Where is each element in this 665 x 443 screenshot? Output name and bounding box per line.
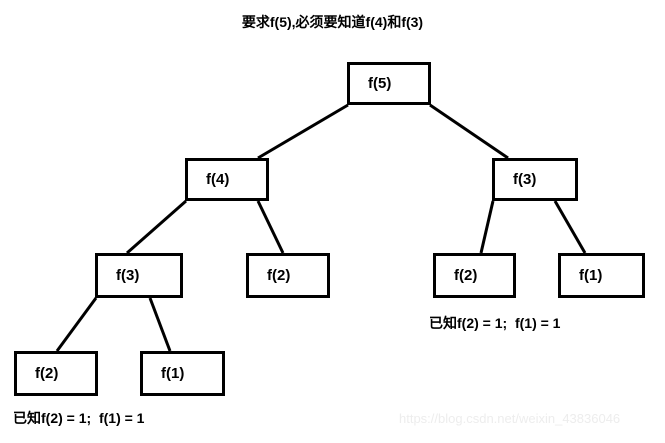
watermark-text: https://blog.csdn.net/weixin_43836046 [399,411,621,426]
tree-node-n1: f(4) [185,158,269,201]
tree-edge-n0-n1 [257,103,349,160]
tree-edge-n1-n3 [126,199,187,255]
tree-node-n7: f(2) [14,351,98,396]
tree-node-label: f(2) [35,365,59,382]
note-left: 已知f(2) = 1; f(1) = 1 [13,410,145,426]
tree-node-n8: f(1) [140,351,225,396]
tree-edge-n1-n4 [256,200,285,254]
tree-node-label: f(2) [454,267,478,284]
tree-node-label: f(1) [161,365,185,382]
tree-node-n3: f(3) [95,253,183,298]
tree-node-n6: f(1) [558,253,645,298]
tree-edge-n0-n2 [429,103,509,160]
tree-node-label: f(3) [116,267,140,284]
tree-node-label: f(5) [368,75,392,92]
tree-edge-n2-n6 [553,200,587,254]
tree-node-label: f(4) [206,171,230,188]
tree-node-label: f(2) [267,267,291,284]
tree-node-n4: f(2) [246,253,330,298]
tree-node-label: f(3) [513,171,537,188]
tree-edge-n3-n8 [148,297,172,352]
tree-node-n0: f(5) [347,62,431,105]
tree-edge-n3-n7 [55,297,98,352]
tree-node-n2: f(3) [492,158,578,201]
diagram-title: 要求f(5),必须要知道f(4)和f(3) [241,14,424,30]
note-right: 已知f(2) = 1; f(1) = 1 [429,315,561,331]
tree-node-label: f(1) [579,267,603,284]
tree-edge-n2-n5 [479,200,495,254]
tree-node-n5: f(2) [433,253,516,298]
